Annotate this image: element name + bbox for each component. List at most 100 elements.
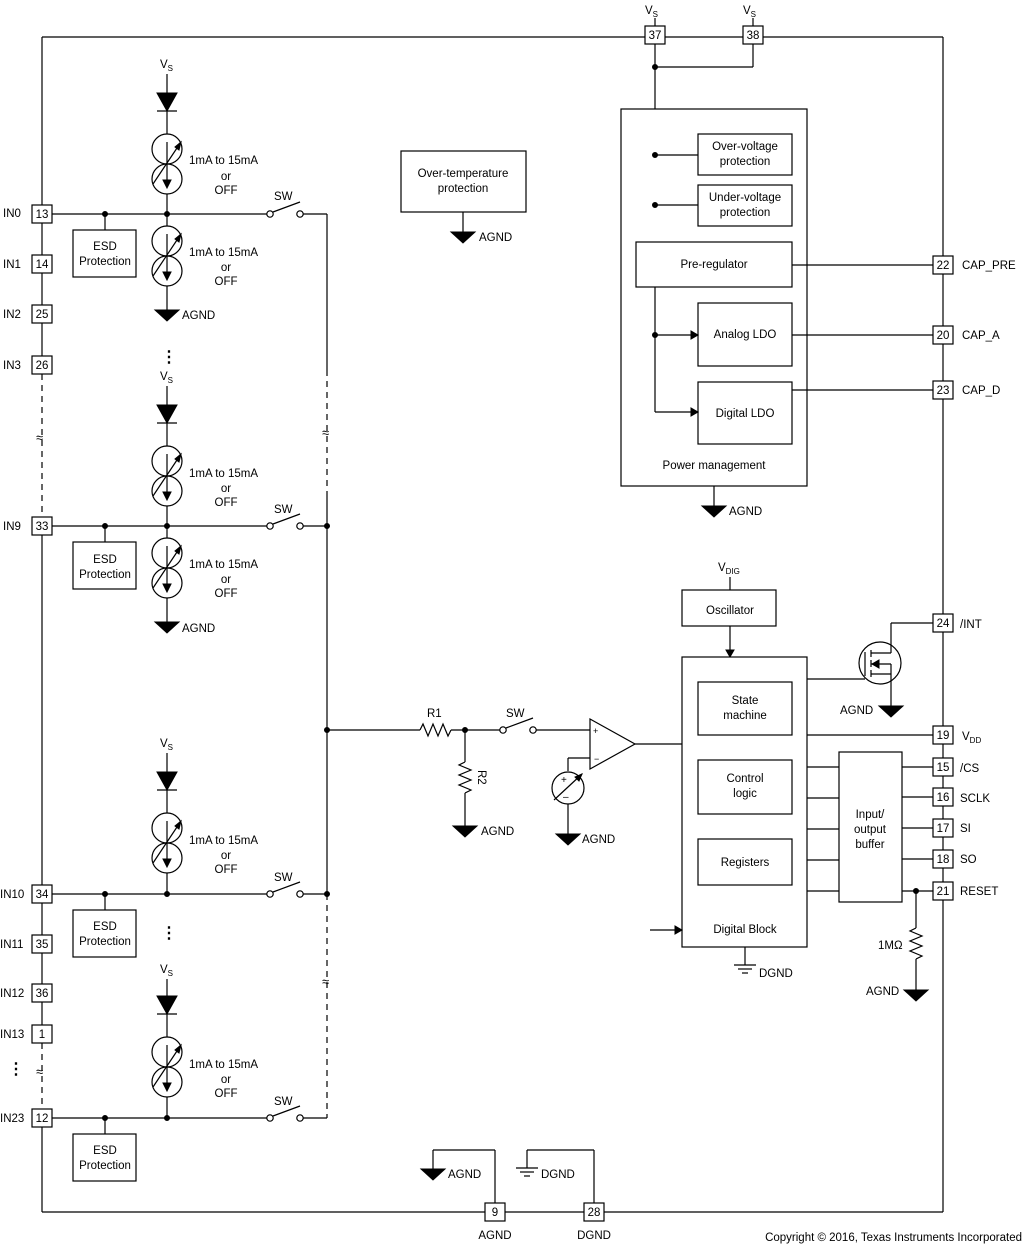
- svg-text:34: 34: [36, 889, 49, 901]
- svg-text:1: 1: [39, 1029, 45, 1041]
- svg-text:IN13: IN13: [0, 1029, 24, 1041]
- svg-text:OFF: OFF: [215, 185, 238, 197]
- int-mosfet: AGND 24 /INT: [807, 613, 982, 718]
- svg-text:or: or: [221, 850, 231, 862]
- svg-text:or: or: [221, 262, 231, 274]
- svg-text:36: 36: [36, 988, 49, 1000]
- svg-text:1mA to 15mA: 1mA to 15mA: [189, 247, 258, 259]
- svg-text:1MΩ: 1MΩ: [878, 940, 903, 952]
- svg-text:IN10: IN10: [0, 889, 24, 901]
- svg-text:IN9: IN9: [3, 521, 21, 533]
- svg-text:CAP_PRE: CAP_PRE: [962, 260, 1016, 272]
- io-buffer: 19 VDD Input/ output buffer 15 /CS 16 SC…: [807, 725, 998, 1002]
- svg-text:or: or: [221, 171, 231, 183]
- svg-text:SI: SI: [960, 823, 971, 835]
- svg-text:IN12: IN12: [0, 988, 24, 1000]
- svg-text:≈: ≈: [322, 425, 329, 440]
- svg-text:Protection: Protection: [79, 1160, 131, 1172]
- svg-text:Registers: Registers: [721, 857, 770, 869]
- svg-text:+: +: [561, 775, 567, 786]
- svg-text:protection: protection: [438, 183, 489, 195]
- svg-text:OFF: OFF: [215, 864, 238, 876]
- svg-text:or: or: [221, 483, 231, 495]
- svg-text:25: 25: [36, 309, 49, 321]
- vs-pin-37: VS 37: [644, 5, 666, 45]
- svg-text:protection: protection: [720, 207, 771, 219]
- svg-text:⋮: ⋮: [161, 925, 177, 942]
- svg-text:≈: ≈: [322, 974, 329, 989]
- svg-text:VS: VS: [160, 964, 173, 978]
- svg-text:AGND: AGND: [182, 310, 215, 322]
- svg-text:SW: SW: [274, 191, 293, 203]
- svg-text:R2: R2: [475, 770, 487, 785]
- svg-text:VS: VS: [743, 5, 756, 19]
- svg-text:Power management: Power management: [663, 460, 767, 472]
- svg-text:AGND: AGND: [729, 506, 762, 518]
- svg-text:Digital LDO: Digital LDO: [716, 408, 775, 420]
- svg-text:IN0: IN0: [3, 208, 21, 220]
- svg-text:1mA to 15mA: 1mA to 15mA: [189, 155, 258, 167]
- channel-in10: VS 1mA to 15mA or OFF ESD Protection SW …: [52, 738, 330, 1118]
- svg-text:SW: SW: [274, 872, 293, 884]
- svg-text:26: 26: [36, 360, 49, 372]
- svg-text:≈: ≈: [36, 1064, 43, 1079]
- svg-text:DGND: DGND: [541, 1169, 575, 1181]
- svg-text:/CS: /CS: [960, 763, 980, 775]
- power-management-block: Power management Over-voltage protection…: [620, 108, 808, 518]
- svg-text:16: 16: [937, 792, 950, 804]
- svg-text:Pre-regulator: Pre-regulator: [680, 259, 747, 271]
- svg-text:R1: R1: [427, 708, 442, 720]
- svg-text:–: –: [563, 792, 569, 803]
- copyright: Copyright © 2016, Texas Instruments Inco…: [765, 1232, 1022, 1244]
- svg-text:−: −: [594, 754, 599, 764]
- channel-in23: VS 1mA to 15mA or OFF ESD Protection SW: [52, 964, 327, 1182]
- svg-text:DGND: DGND: [577, 1230, 611, 1242]
- svg-text:VS: VS: [160, 738, 173, 752]
- right-power-pins: 22 CAP_PRE 20 CAP_A 23 CAP_D: [792, 255, 1016, 400]
- svg-text:Protection: Protection: [79, 569, 131, 581]
- svg-text:22: 22: [937, 260, 950, 272]
- svg-text:RESET: RESET: [960, 886, 998, 898]
- svg-text:AGND: AGND: [479, 232, 512, 244]
- vs-pin-38: VS 38: [742, 5, 764, 45]
- svg-text:or: or: [221, 1074, 231, 1086]
- svg-text:33: 33: [36, 521, 49, 533]
- svg-text:18: 18: [937, 854, 950, 866]
- svg-text:IN1: IN1: [3, 259, 21, 271]
- svg-text:VS: VS: [645, 5, 658, 19]
- svg-text:⋮: ⋮: [161, 349, 177, 366]
- svg-text:or: or: [221, 574, 231, 586]
- svg-text:35: 35: [36, 939, 49, 951]
- svg-text:≈: ≈: [36, 430, 43, 445]
- svg-text:IN2: IN2: [3, 309, 21, 321]
- svg-text:⋮: ⋮: [8, 1061, 24, 1078]
- svg-text:+: +: [593, 726, 598, 736]
- channel-in9: VS 1mA to 15mA or OFF 1mA to 15mA or OFF…: [52, 370, 330, 894]
- channel-in0: VS 1mA to 15mA or OFF 1mA to 15mA or OFF…: [52, 59, 328, 370]
- svg-text:AGND: AGND: [582, 834, 615, 846]
- bottom-pins: AGND 9 AGND DGND 28 DGND: [420, 1149, 611, 1242]
- svg-text:ESD: ESD: [93, 1145, 117, 1157]
- svg-text:28: 28: [588, 1207, 601, 1219]
- svg-text:AGND: AGND: [481, 826, 514, 838]
- svg-text:AGND: AGND: [448, 1169, 481, 1181]
- svg-text:Protection: Protection: [79, 256, 131, 268]
- svg-text:logic: logic: [733, 788, 757, 800]
- svg-text:IN3: IN3: [3, 360, 21, 372]
- svg-text:Over-voltage: Over-voltage: [712, 141, 778, 153]
- digital-block: Digital Block State machine Control logi…: [650, 656, 808, 980]
- svg-text:1mA to 15mA: 1mA to 15mA: [189, 835, 258, 847]
- svg-text:19: 19: [937, 730, 950, 742]
- svg-text:SW: SW: [274, 504, 293, 516]
- svg-text:ESD: ESD: [93, 554, 117, 566]
- svg-text:24: 24: [937, 618, 950, 630]
- svg-text:protection: protection: [720, 156, 771, 168]
- svg-text:OFF: OFF: [215, 588, 238, 600]
- svg-text:SO: SO: [960, 854, 977, 866]
- svg-text:CAP_D: CAP_D: [962, 385, 1000, 397]
- comparator-path: R1 R2 AGND SW + − + – AGND: [324, 708, 682, 846]
- svg-text:IN11: IN11: [0, 939, 23, 951]
- svg-text:20: 20: [937, 330, 950, 342]
- svg-text:SW: SW: [506, 708, 525, 720]
